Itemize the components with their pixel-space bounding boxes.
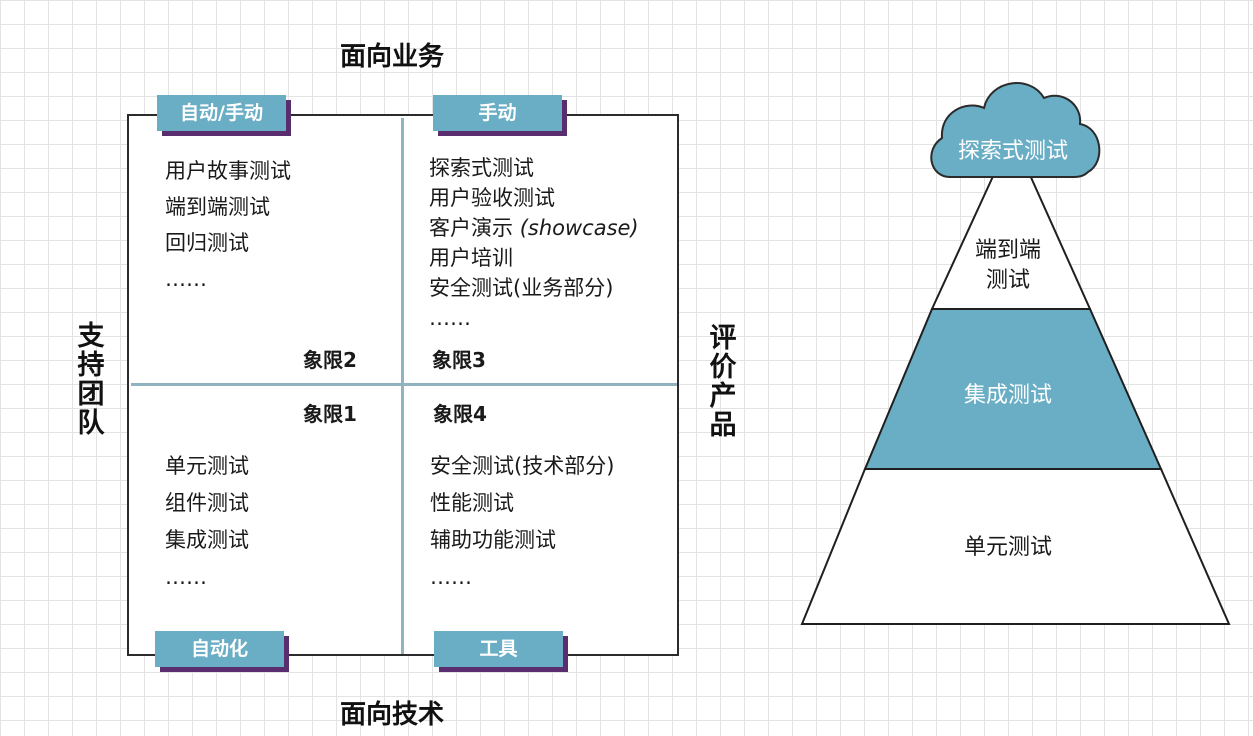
pyramid-bottom-label: 单元测试 bbox=[964, 535, 1052, 560]
list-item: …… bbox=[429, 306, 471, 330]
tag-manual: 手动 bbox=[433, 95, 562, 131]
horizontal-divider bbox=[131, 383, 677, 386]
list-item: 用户培训 bbox=[429, 246, 513, 270]
list-item: 客户演示 (showcase) bbox=[429, 213, 639, 243]
list-item: 性能测试 bbox=[430, 491, 514, 515]
list-item: 辅助功能测试 bbox=[430, 528, 556, 552]
quadrant-4-list: 安全测试(技术部分) 性能测试 辅助功能测试 …… bbox=[430, 448, 614, 596]
quadrant-3-list: 探索式测试 用户验收测试 客户演示 (showcase) 用户培训 安全测试(业… bbox=[429, 153, 639, 333]
axis-label-business-facing: 面向业务 bbox=[340, 42, 445, 72]
axis-label-technology-facing: 面向技术 bbox=[340, 700, 445, 730]
tag-automated-manual: 自动/手动 bbox=[157, 95, 286, 131]
pyramid-top-label-line2: 测试 bbox=[986, 268, 1030, 293]
quadrant-1-list: 单元测试 组件测试 集成测试 …… bbox=[165, 448, 249, 596]
list-item: 端到端测试 bbox=[165, 195, 270, 219]
vertical-divider bbox=[401, 118, 404, 654]
list-item: …… bbox=[165, 267, 207, 291]
axis-label-critique-product: 评价产品 bbox=[709, 323, 737, 441]
quadrant-2-list: 用户故事测试 端到端测试 回归测试 …… bbox=[165, 153, 291, 297]
tag-automated: 自动化 bbox=[155, 631, 284, 667]
pyramid-cloud-label: 探索式测试 bbox=[958, 139, 1068, 164]
list-item: …… bbox=[430, 565, 472, 589]
quadrant-1-label: 象限1 bbox=[303, 402, 357, 426]
test-pyramid: 探索式测试 端到端 测试 集成测试 单元测试 bbox=[800, 82, 1231, 625]
list-item: 单元测试 bbox=[165, 454, 249, 478]
quadrant-2-label: 象限2 bbox=[303, 348, 357, 372]
list-item: 安全测试(技术部分) bbox=[430, 454, 615, 478]
list-item: 用户故事测试 bbox=[165, 159, 291, 183]
pyramid-middle-label: 集成测试 bbox=[964, 383, 1052, 408]
list-item-italic: (showcase) bbox=[519, 216, 639, 240]
list-item: 用户验收测试 bbox=[429, 186, 555, 210]
list-item: 组件测试 bbox=[165, 491, 249, 515]
list-item: 回归测试 bbox=[165, 231, 249, 255]
cloud-icon bbox=[930, 82, 1101, 179]
axis-label-supporting-team: 支持团队 bbox=[77, 321, 105, 439]
list-item: …… bbox=[165, 565, 207, 589]
quadrant-4-label: 象限4 bbox=[433, 402, 487, 426]
list-item: 安全测试(业务部分) bbox=[429, 276, 614, 300]
pyramid-top-label-line1: 端到端 bbox=[975, 238, 1041, 263]
quadrant-3-label: 象限3 bbox=[432, 348, 486, 372]
tag-tools: 工具 bbox=[434, 631, 563, 667]
pyramid-layer-e2e bbox=[930, 132, 1092, 310]
list-item: 探索式测试 bbox=[429, 156, 534, 180]
list-item-text: 客户演示 bbox=[429, 216, 513, 240]
list-item: 集成测试 bbox=[165, 528, 249, 552]
